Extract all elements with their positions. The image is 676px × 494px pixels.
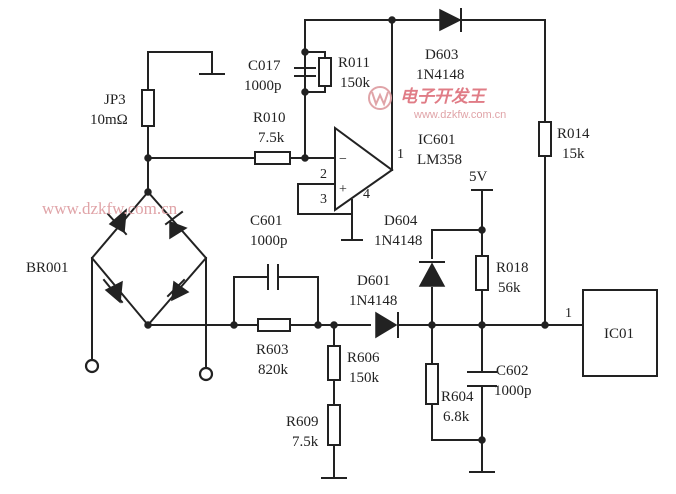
- r018-label: R018: [496, 260, 529, 276]
- ic601-opamp: [334, 126, 394, 212]
- r603-resistor: [257, 318, 291, 332]
- d604-label: D604: [384, 213, 418, 229]
- logo-w-icon: [371, 91, 389, 107]
- r606-value: 150k: [349, 370, 380, 386]
- r010-resistor: [254, 151, 291, 165]
- d601-value: 1N4148: [349, 293, 397, 309]
- ic601-pin2: 2: [320, 167, 327, 182]
- ic01-pin1: 1: [565, 306, 572, 321]
- watermark-url: www.dzkfw.com.cn: [42, 199, 178, 218]
- c601-value: 1000p: [250, 233, 288, 249]
- r010-label: R010: [253, 110, 286, 126]
- ic601-pin1: 1: [397, 147, 404, 162]
- r606-resistor: [327, 345, 341, 381]
- wires: [90, 19, 584, 479]
- jp3-label: JP3: [104, 92, 126, 108]
- r609-resistor: [327, 404, 341, 446]
- r011-resistor: [318, 57, 332, 87]
- r014-resistor: [538, 121, 552, 157]
- d601-label: D601: [357, 273, 390, 289]
- r606-label: R606: [347, 350, 380, 366]
- c017-value: 1000p: [244, 78, 282, 94]
- ic601-minus: −: [339, 152, 347, 167]
- c017-capacitor: [294, 61, 316, 83]
- component-labels: JP3 10mΩ C017 1000p R011 150k R010 7.5k …: [26, 47, 634, 450]
- r011-value: 150k: [340, 75, 371, 91]
- input-terminal-left: [84, 358, 100, 374]
- r604-value: 6.8k: [443, 409, 470, 425]
- r014-label: R014: [557, 126, 590, 142]
- c017-label: C017: [248, 58, 281, 74]
- ic601-label: IC601: [418, 132, 456, 148]
- r604-resistor: [425, 363, 439, 405]
- br001-bridge-diodes: [102, 208, 190, 304]
- junctions: [144, 16, 549, 444]
- c602-value: 1000p: [494, 383, 532, 399]
- d604-value: 1N4148: [374, 233, 422, 249]
- ic601-pin4: 4: [363, 187, 370, 202]
- ic601-pin3: 3: [320, 192, 327, 207]
- r609-value: 7.5k: [292, 434, 319, 450]
- br001-label: BR001: [26, 260, 69, 276]
- r604-label: R604: [441, 389, 474, 405]
- ic01-block: [582, 289, 658, 377]
- r010-value: 7.5k: [258, 130, 285, 146]
- r603-label: R603: [256, 342, 289, 358]
- c601-label: C601: [250, 213, 283, 229]
- 5v-label: 5V: [469, 169, 488, 185]
- r603-value: 820k: [258, 362, 289, 378]
- d603-label: D603: [425, 47, 458, 63]
- ic01-label: IC01: [604, 326, 634, 342]
- c602-label: C602: [496, 363, 529, 379]
- c602-capacitor: [467, 371, 497, 387]
- d601-diode: [375, 311, 399, 339]
- r011-label: R011: [338, 55, 370, 71]
- ic601-plus: +: [339, 182, 347, 197]
- d604-diode: [418, 261, 446, 287]
- r609-label: R609: [286, 414, 319, 430]
- r014-value: 15k: [562, 146, 585, 162]
- jp3-resistor: [141, 89, 155, 127]
- watermark-logo-url: www.dzkfw.com.cn: [413, 109, 506, 121]
- r018-value: 56k: [498, 280, 521, 296]
- d603-diode: [439, 8, 462, 32]
- watermark-logo: 电子开发王 www.dzkfw.com.cn: [368, 86, 506, 121]
- ic601-value: LM358: [417, 152, 462, 168]
- d603-value: 1N4148: [416, 67, 464, 83]
- jp3-value: 10mΩ: [90, 112, 128, 128]
- watermark-logo-text: 电子开发王: [400, 87, 487, 107]
- input-terminal-right: [198, 366, 214, 382]
- r018-resistor: [475, 255, 489, 291]
- c601-capacitor: [267, 264, 279, 290]
